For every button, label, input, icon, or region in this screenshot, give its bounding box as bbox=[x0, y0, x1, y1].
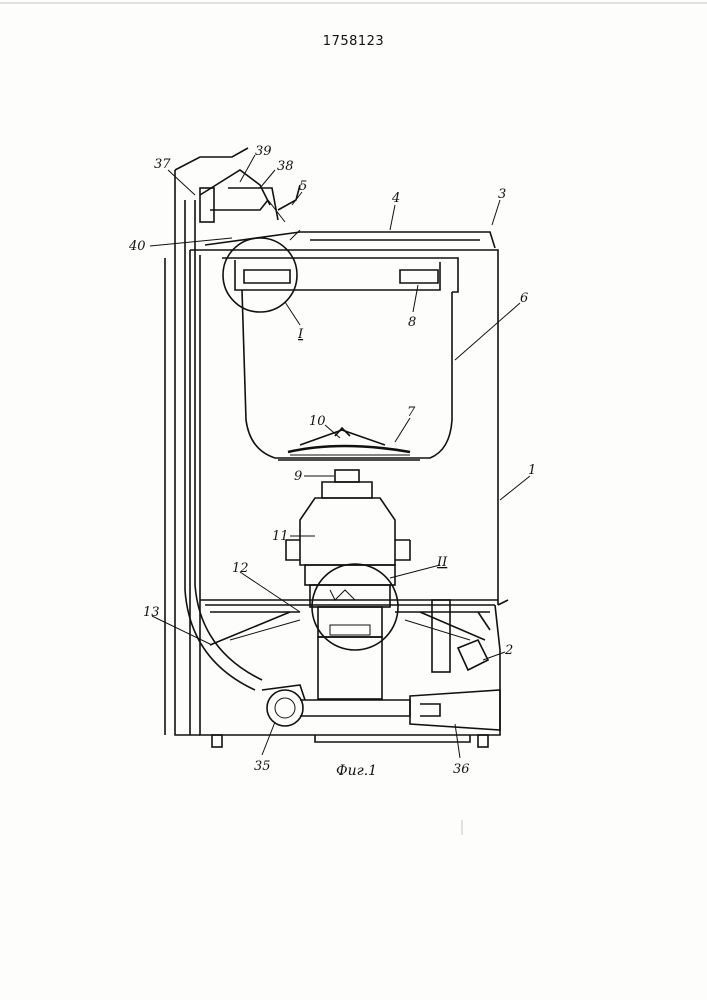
callout-1: 1 bbox=[528, 463, 536, 478]
callout-2: 2 bbox=[504, 643, 513, 658]
figure-caption: Фиг.1 bbox=[336, 763, 377, 779]
callout-37: 37 bbox=[154, 157, 171, 172]
scan-artifacts bbox=[0, 3, 707, 835]
callout-35: 35 bbox=[254, 759, 271, 774]
detail-circle-i bbox=[223, 238, 297, 312]
callout-6: 6 bbox=[520, 291, 528, 306]
callout-8: 8 bbox=[408, 315, 416, 330]
callout-40: 40 bbox=[128, 239, 146, 254]
callout-4: 4 bbox=[391, 191, 400, 206]
frame bbox=[200, 600, 498, 672]
callout-3: 3 bbox=[498, 187, 506, 202]
callout-13: 13 bbox=[143, 605, 160, 620]
callout-roman-i: I bbox=[297, 327, 304, 342]
callout-9: 9 bbox=[294, 469, 302, 484]
callout-5: 5 bbox=[299, 179, 307, 194]
pump bbox=[262, 685, 500, 730]
drain-hose bbox=[165, 200, 262, 735]
callout-39: 39 bbox=[255, 144, 272, 159]
callout-7: 7 bbox=[407, 405, 416, 420]
callout-roman-ii: II bbox=[436, 555, 448, 570]
housing bbox=[175, 148, 508, 747]
callout-12: 12 bbox=[232, 561, 249, 576]
callout-11: 11 bbox=[272, 529, 289, 544]
drum bbox=[222, 258, 458, 460]
callout-36: 36 bbox=[453, 762, 470, 777]
dispenser bbox=[200, 170, 300, 240]
callout-10: 10 bbox=[309, 414, 326, 429]
callout-38: 38 bbox=[277, 159, 294, 174]
